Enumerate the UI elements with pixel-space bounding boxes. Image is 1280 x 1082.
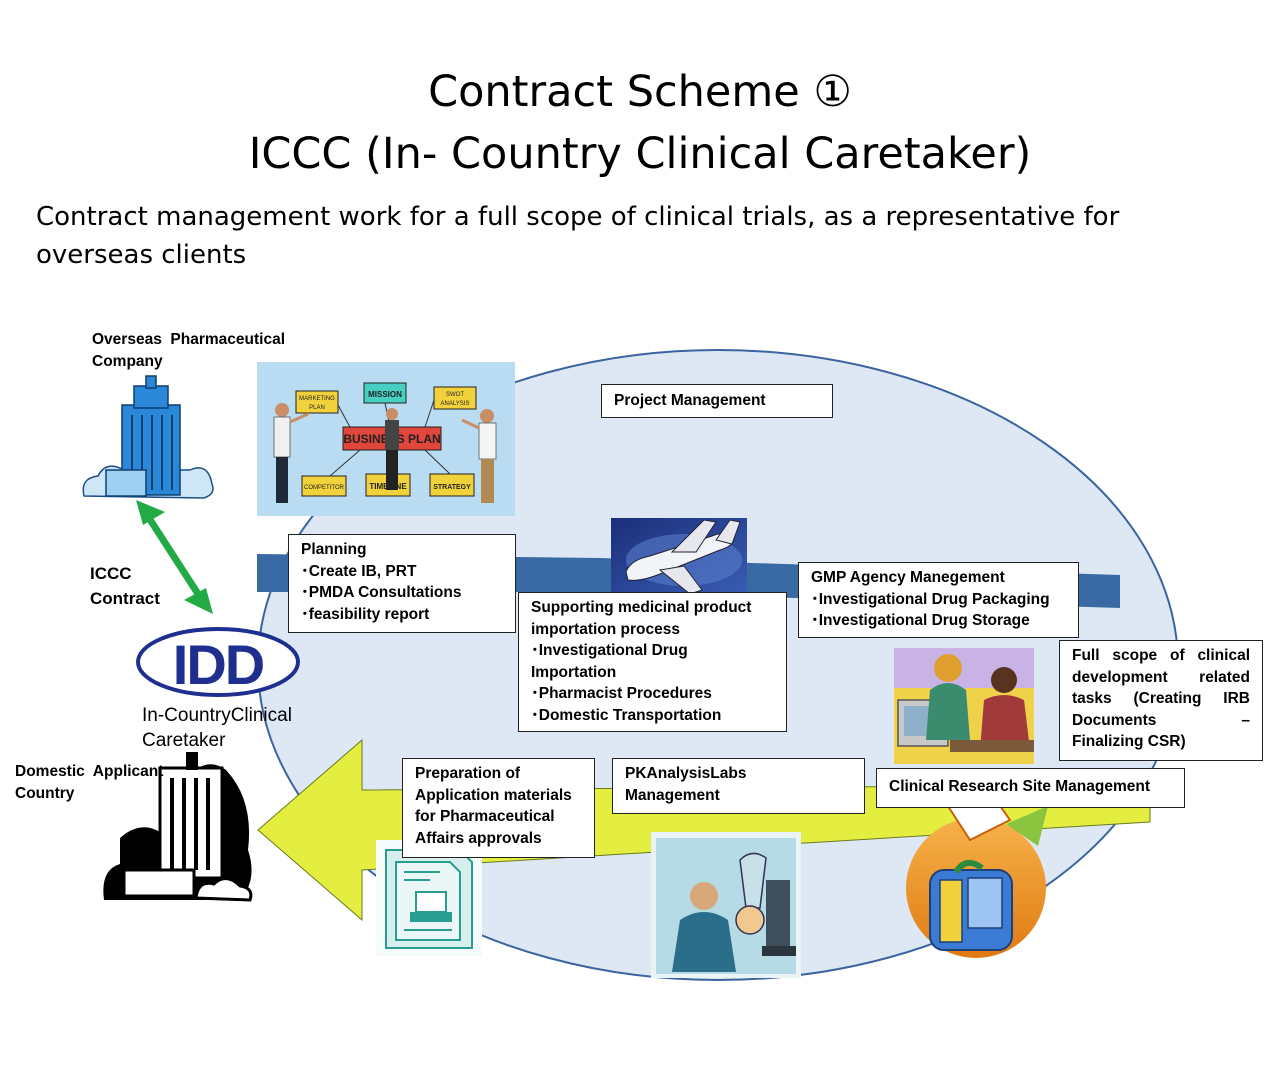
- subtitle-line2: overseas clients: [36, 240, 247, 270]
- importation-line: ･Pharmacist Procedures: [531, 685, 712, 702]
- contract-label-line1: ICCC: [90, 564, 132, 583]
- idd-sub-line1: In-CountryClinical: [142, 705, 292, 726]
- project-management-box: Project Management: [601, 384, 833, 418]
- idd-sub-line2: Caretaker: [142, 730, 226, 751]
- bp-swot-1: SWOT: [446, 392, 464, 398]
- application-line: Preparation of: [415, 765, 521, 782]
- idd-logo-subtitle: In-CountryClinical Caretaker: [142, 703, 292, 753]
- bp-marketing-1: MARKETING: [299, 396, 335, 402]
- page-subtitle: Contract management work for a full scop…: [36, 198, 1156, 274]
- importation-line: ･Domestic Transportation: [531, 706, 722, 724]
- application-line: Application materials: [415, 786, 572, 804]
- project-management-label: Project Management: [614, 392, 766, 409]
- contract-arrow: [136, 500, 213, 614]
- domestic-label-line1: Domestic Applicant: [15, 763, 164, 780]
- full-scope-box: Full scope of clinical development relat…: [1059, 640, 1263, 761]
- importation-line: importation process: [531, 620, 680, 638]
- idd-logo: IDD: [136, 627, 300, 697]
- full-scope-line: Finalizing CSR): [1072, 733, 1186, 750]
- bp-strategy: STRATEGY: [433, 484, 471, 491]
- pk-labs-box: PKAnalysisLabs Management: [612, 758, 865, 814]
- domestic-applicant-building-icon: [103, 752, 253, 902]
- bp-marketing-2: PLAN: [309, 405, 325, 411]
- planning-item: ･Create IB, PRT: [301, 562, 417, 580]
- clinical-site-management-box: Clinical Research Site Management: [876, 768, 1185, 808]
- application-line: for Pharmaceutical: [415, 808, 555, 825]
- iccc-contract-label: ICCC Contract: [90, 561, 160, 611]
- planning-box: Planning ･Create IB, PRT ･PMDA Consultat…: [288, 534, 516, 633]
- planning-item: ･feasibility report: [301, 605, 430, 623]
- full-scope-line: tasks (Creating IRB: [1072, 690, 1250, 707]
- domestic-applicant-label: Domestic Applicant Country: [15, 761, 163, 805]
- gmp-item: ･Investigational Drug Packaging: [811, 590, 1050, 608]
- full-scope-line: Documents –: [1072, 711, 1250, 729]
- pk-labs-line: Management: [625, 786, 720, 804]
- lab-scientist-image: [651, 832, 801, 978]
- contract-label-line2: Contract: [90, 589, 160, 608]
- importation-line: ･Investigational Drug: [531, 642, 688, 659]
- gmp-title: GMP Agency Manegement: [811, 569, 1005, 586]
- office-workers-image: [894, 648, 1034, 764]
- planning-item: ･PMDA Consultations: [301, 584, 462, 601]
- airplane-icon: [611, 518, 747, 598]
- idd-logo-text: IDD: [173, 633, 264, 696]
- domestic-label-line2: Country: [15, 785, 75, 802]
- page-title-line2: ICCC (In- Country Clinical Caretaker): [248, 129, 1032, 179]
- gmp-agency-box: GMP Agency Manegement ･Investigational D…: [798, 562, 1079, 638]
- full-scope-line: Full scope of clinical: [1072, 647, 1250, 664]
- overseas-label-line1: Overseas Pharmaceutical: [92, 331, 286, 348]
- subtitle-line1: Contract management work for a full scop…: [36, 202, 1120, 232]
- planning-title: Planning: [301, 541, 367, 558]
- bp-competitor: COMPETITOR: [304, 485, 345, 491]
- application-materials-box: Preparation of Application materials for…: [402, 758, 595, 858]
- overseas-label-line2: Company: [92, 353, 163, 370]
- importation-box: Supporting medicinal product importation…: [518, 592, 787, 732]
- page-title-line1: Contract Scheme ①: [428, 67, 852, 117]
- application-line: Affairs approvals: [415, 829, 542, 847]
- overseas-company-building-icon: [82, 375, 214, 499]
- full-scope-line: development related: [1072, 668, 1250, 686]
- files-archive-icon: [906, 778, 1048, 958]
- pk-labs-line: PKAnalysisLabs: [625, 765, 747, 782]
- overseas-company-label: Overseas Pharmaceutical Company: [92, 329, 285, 373]
- business-plan-image: BUSINESS PLAN MARKETING PLAN MISSION SWO…: [257, 362, 515, 516]
- bp-mission: MISSION: [368, 390, 402, 399]
- importation-line: Importation: [531, 663, 617, 681]
- importation-line: Supporting medicinal product: [531, 599, 752, 616]
- application-documents-icon: [376, 840, 482, 956]
- bp-swot-2: ANALYSIS: [441, 401, 470, 407]
- site-management-label: Clinical Research Site Management: [889, 778, 1151, 795]
- gmp-item: ･Investigational Drug Storage: [811, 612, 1030, 629]
